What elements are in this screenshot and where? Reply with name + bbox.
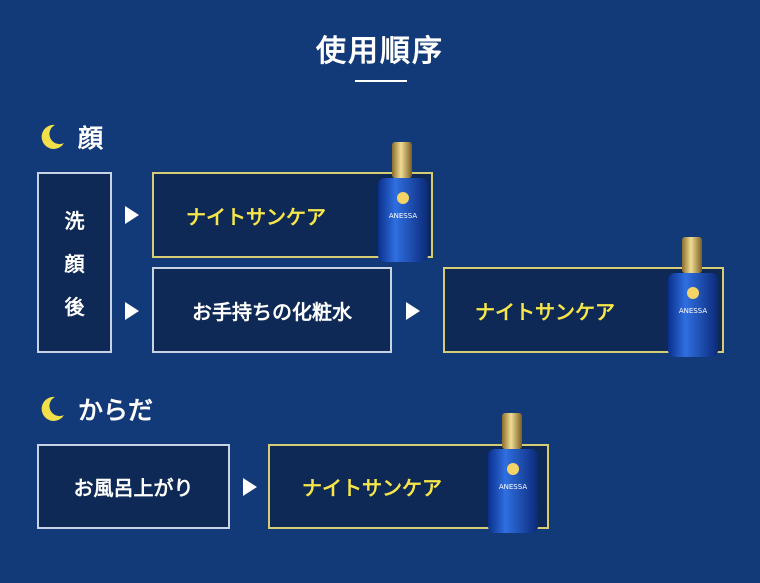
title-underline — [355, 80, 407, 82]
start-box-after-bath: お風呂上がり — [37, 444, 230, 529]
arrow-right-icon — [243, 478, 257, 496]
bottle-brand: ANESSA — [679, 307, 707, 315]
arrow-right-icon — [406, 302, 420, 320]
bottle-brand: ANESSA — [499, 483, 527, 491]
section-heading-body-label: からだ — [78, 396, 154, 425]
product-label: ナイトサンケア — [475, 299, 615, 324]
product-label: ナイトサンケア — [302, 476, 442, 500]
arrow-right-icon — [125, 206, 139, 224]
section-heading-body: からだ — [38, 392, 153, 426]
product-bottle-image: ANESSA — [668, 237, 718, 357]
product-bottle-image: ANESSA — [378, 142, 428, 262]
start-char: 顔 — [64, 252, 85, 276]
start-char: 洗 — [64, 209, 85, 233]
moon-icon — [41, 124, 64, 149]
bottle-brand: ANESSA — [389, 212, 417, 220]
start-box-after-face-wash: 洗 顔 後 — [37, 172, 112, 353]
section-heading-face-label: 顔 — [78, 124, 104, 153]
product-bottle-image: ANESSA — [488, 413, 538, 533]
product-label: ナイトサンケア — [186, 204, 326, 229]
lotion-label: お手持ちの化粧水 — [192, 299, 352, 324]
moon-icon — [41, 396, 64, 421]
start-label: お風呂上がり — [73, 476, 194, 500]
section-heading-face: 顔 — [38, 120, 103, 154]
start-char: 後 — [64, 295, 85, 319]
page-title: 使用順序 — [316, 34, 444, 69]
lotion-box: お手持ちの化粧水 — [152, 267, 392, 353]
arrow-right-icon — [125, 302, 139, 320]
